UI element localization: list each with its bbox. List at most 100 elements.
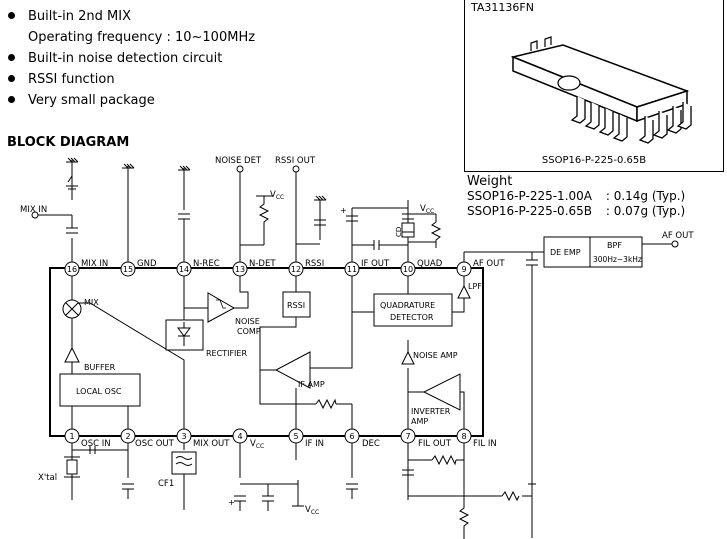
feature-text: Built-in noise detection circuit [28, 51, 223, 66]
bullet-icon [8, 12, 15, 19]
weight-package: SSOP16-P-225-0.65B [467, 204, 593, 218]
pin-label: N-DET [249, 259, 276, 269]
pin-label: N-REC [193, 259, 220, 269]
buffer-label: BUFFER [84, 363, 116, 372]
vcc-label: VCC [420, 204, 434, 215]
ground-symbols-top [66, 160, 185, 240]
pin-label: GND [137, 259, 157, 269]
rssi-block [282, 291, 311, 318]
pin-number: 9 [461, 265, 466, 274]
package-caption: SSOP16-P-225-0.65B [541, 155, 647, 166]
pin-label: IF OUT [361, 259, 390, 269]
pin-label: FIL OUT [418, 439, 452, 449]
noise-det-terminal-label: NOISE DET [215, 156, 262, 166]
inverter-amp-label: INVERTER [411, 407, 451, 416]
bullet-icon [8, 96, 15, 103]
rectifier-label: RECTIFIER [206, 349, 247, 358]
noise-amp-triangle [401, 350, 415, 365]
pin-number: 15 [123, 265, 133, 274]
detector-label: DETECTOR [390, 313, 434, 322]
cd-label: CD [395, 227, 403, 237]
feature-text: Built-in 2nd MIX [28, 9, 132, 24]
pin-number: 14 [179, 265, 189, 274]
pin-number: 5 [293, 432, 298, 441]
de-emp-label: DE EMP [550, 248, 581, 257]
pin-number: 6 [349, 432, 354, 441]
pin-number: 12 [291, 265, 301, 274]
weight-separator: : [605, 204, 610, 218]
chip-outline [49, 267, 484, 437]
weight-heading: Weight [467, 174, 513, 189]
weight-separator: : [605, 189, 610, 203]
pin-number: 8 [461, 432, 466, 441]
quadrature-detector-block [373, 293, 453, 327]
pin-number: 4 [237, 432, 242, 441]
feature-item-continuation: Operating frequency : 10~100MHz [8, 27, 255, 48]
noise-comp-label: COMP [237, 327, 261, 336]
weight-value: 0.14g (Typ.) [613, 189, 686, 203]
vcc-label: VCC [270, 190, 284, 201]
feature-text: Operating frequency : 10~100MHz [28, 30, 256, 45]
pin-number: 7 [405, 432, 410, 441]
feature-item: Very small package [8, 90, 255, 111]
pin-label: MIX IN [81, 259, 108, 269]
pin-label: AF OUT [473, 259, 505, 269]
feature-text: RSSI function [28, 72, 115, 87]
noise-amp-label: NOISE AMP [413, 351, 458, 360]
if-amp-label: IF AMP [298, 380, 325, 389]
pin-number: 3 [181, 432, 186, 441]
inverter-amp-label: AMP [411, 417, 428, 426]
cf1-label: CF1 [158, 479, 174, 489]
pin-label: QUAD [417, 259, 443, 269]
noise-comp-label: NOISE [235, 317, 260, 326]
pin-label: DEC [362, 439, 380, 449]
local-osc-label: LOCAL OSC [76, 387, 122, 396]
part-name: TA31136FN [471, 1, 534, 14]
lpf-triangle [457, 284, 471, 299]
rssi-block-label: RSSI [287, 301, 305, 310]
feature-item: Built-in noise detection circuit [8, 48, 255, 69]
plus-label: + [340, 206, 347, 215]
feature-text: Very small package [28, 93, 155, 108]
inverter-amp-triangle [422, 373, 461, 411]
pin-label: RSSI [305, 259, 324, 269]
xtal-label: X'tal [38, 473, 57, 483]
package-figure: TA31136FN SSOP16-P-225-0.65B [464, 0, 724, 172]
feature-item: Built-in 2nd MIX [8, 6, 255, 27]
pin-number: 1 [69, 432, 74, 441]
pin-number: 11 [347, 265, 357, 274]
rssi-out-terminal-label: RSSI OUT [275, 156, 316, 166]
bullet-icon [8, 54, 15, 61]
quadrature-label: QUADRATURE [380, 301, 435, 310]
pin-label: IF IN [305, 439, 324, 449]
pin-label: FIL IN [473, 439, 497, 449]
pin-label: OSC IN [81, 439, 111, 449]
feature-item: RSSI function [8, 69, 255, 90]
vcc-label: VCC [305, 505, 319, 516]
pin-number: 2 [125, 432, 130, 441]
weight-row: SSOP16-P-225-0.65B : 0.07g (Typ.) [467, 204, 685, 219]
package-illustration [510, 36, 692, 144]
weight-value: 0.07g (Typ.) [613, 204, 686, 218]
local-osc-block [59, 373, 141, 407]
bullet-icon [8, 75, 15, 82]
noise-comp-triangle [207, 292, 236, 323]
feature-list: Built-in 2nd MIX Operating frequency : 1… [8, 6, 255, 111]
package-leads [570, 96, 692, 144]
weight-row: SSOP16-P-225-1.00A : 0.14g (Typ.) [467, 189, 685, 204]
crystal-symbol [66, 459, 78, 475]
pin-label: MIX OUT [193, 439, 230, 449]
pin-label: VCC [250, 439, 264, 450]
if-amp-triangle [274, 351, 311, 389]
pin-number: 10 [403, 265, 413, 274]
de-emp-bpf-block [543, 236, 643, 268]
cf1-filter [171, 451, 197, 475]
mix-label: MIX [84, 298, 99, 307]
bpf-range-label: 300Hz~3kHz [593, 255, 642, 264]
weight-package: SSOP16-P-225-1.00A [467, 189, 592, 203]
bpf-label: BPF [607, 241, 622, 250]
weight-section: Weight SSOP16-P-225-1.00A : 0.14g (Typ.)… [467, 174, 685, 219]
pin-number: 16 [67, 265, 77, 274]
pin-label: OSC OUT [135, 439, 175, 449]
